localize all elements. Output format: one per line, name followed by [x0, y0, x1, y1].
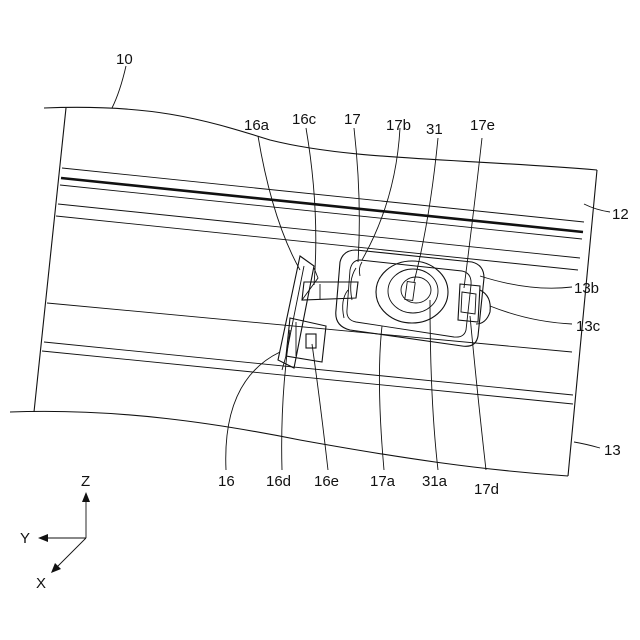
label-31a: 31a — [422, 473, 448, 490]
leader-lines — [112, 66, 610, 470]
label-16d: 16d — [266, 473, 291, 490]
label-17d: 17d — [474, 481, 499, 498]
label-13b: 13b — [574, 280, 599, 297]
label-10: 10 — [116, 51, 133, 68]
panel-10-outline — [10, 107, 597, 476]
label-17e: 17e — [470, 117, 495, 134]
label-16c: 16c — [292, 111, 317, 128]
label-13: 13 — [604, 442, 621, 459]
axis-y-label: Y — [20, 530, 30, 547]
label-17a: 17a — [370, 473, 396, 490]
label-17b: 17b — [386, 117, 411, 134]
label-17: 17 — [344, 111, 361, 128]
housing-17 — [302, 250, 484, 346]
label-16a: 16a — [244, 117, 270, 134]
tab-13c — [458, 284, 490, 324]
label-16: 16 — [218, 473, 235, 490]
label-13c: 13c — [576, 318, 601, 335]
label-16e: 16e — [314, 473, 339, 490]
panel-13-bands — [42, 204, 580, 404]
lock-31 — [376, 261, 448, 323]
reference-labels: 10 16a 16c 17 17b 31 17e 12 13b 13c 13 1… — [116, 51, 629, 498]
label-31: 31 — [426, 121, 443, 138]
rail-12 — [60, 168, 584, 239]
axis-x-label: X — [36, 575, 46, 592]
axis-labels: Z Y X — [20, 473, 90, 592]
label-12: 12 — [612, 206, 629, 223]
axis-z-label: Z — [81, 473, 90, 490]
coordinate-axes — [38, 492, 90, 573]
clip-16 — [278, 256, 326, 370]
